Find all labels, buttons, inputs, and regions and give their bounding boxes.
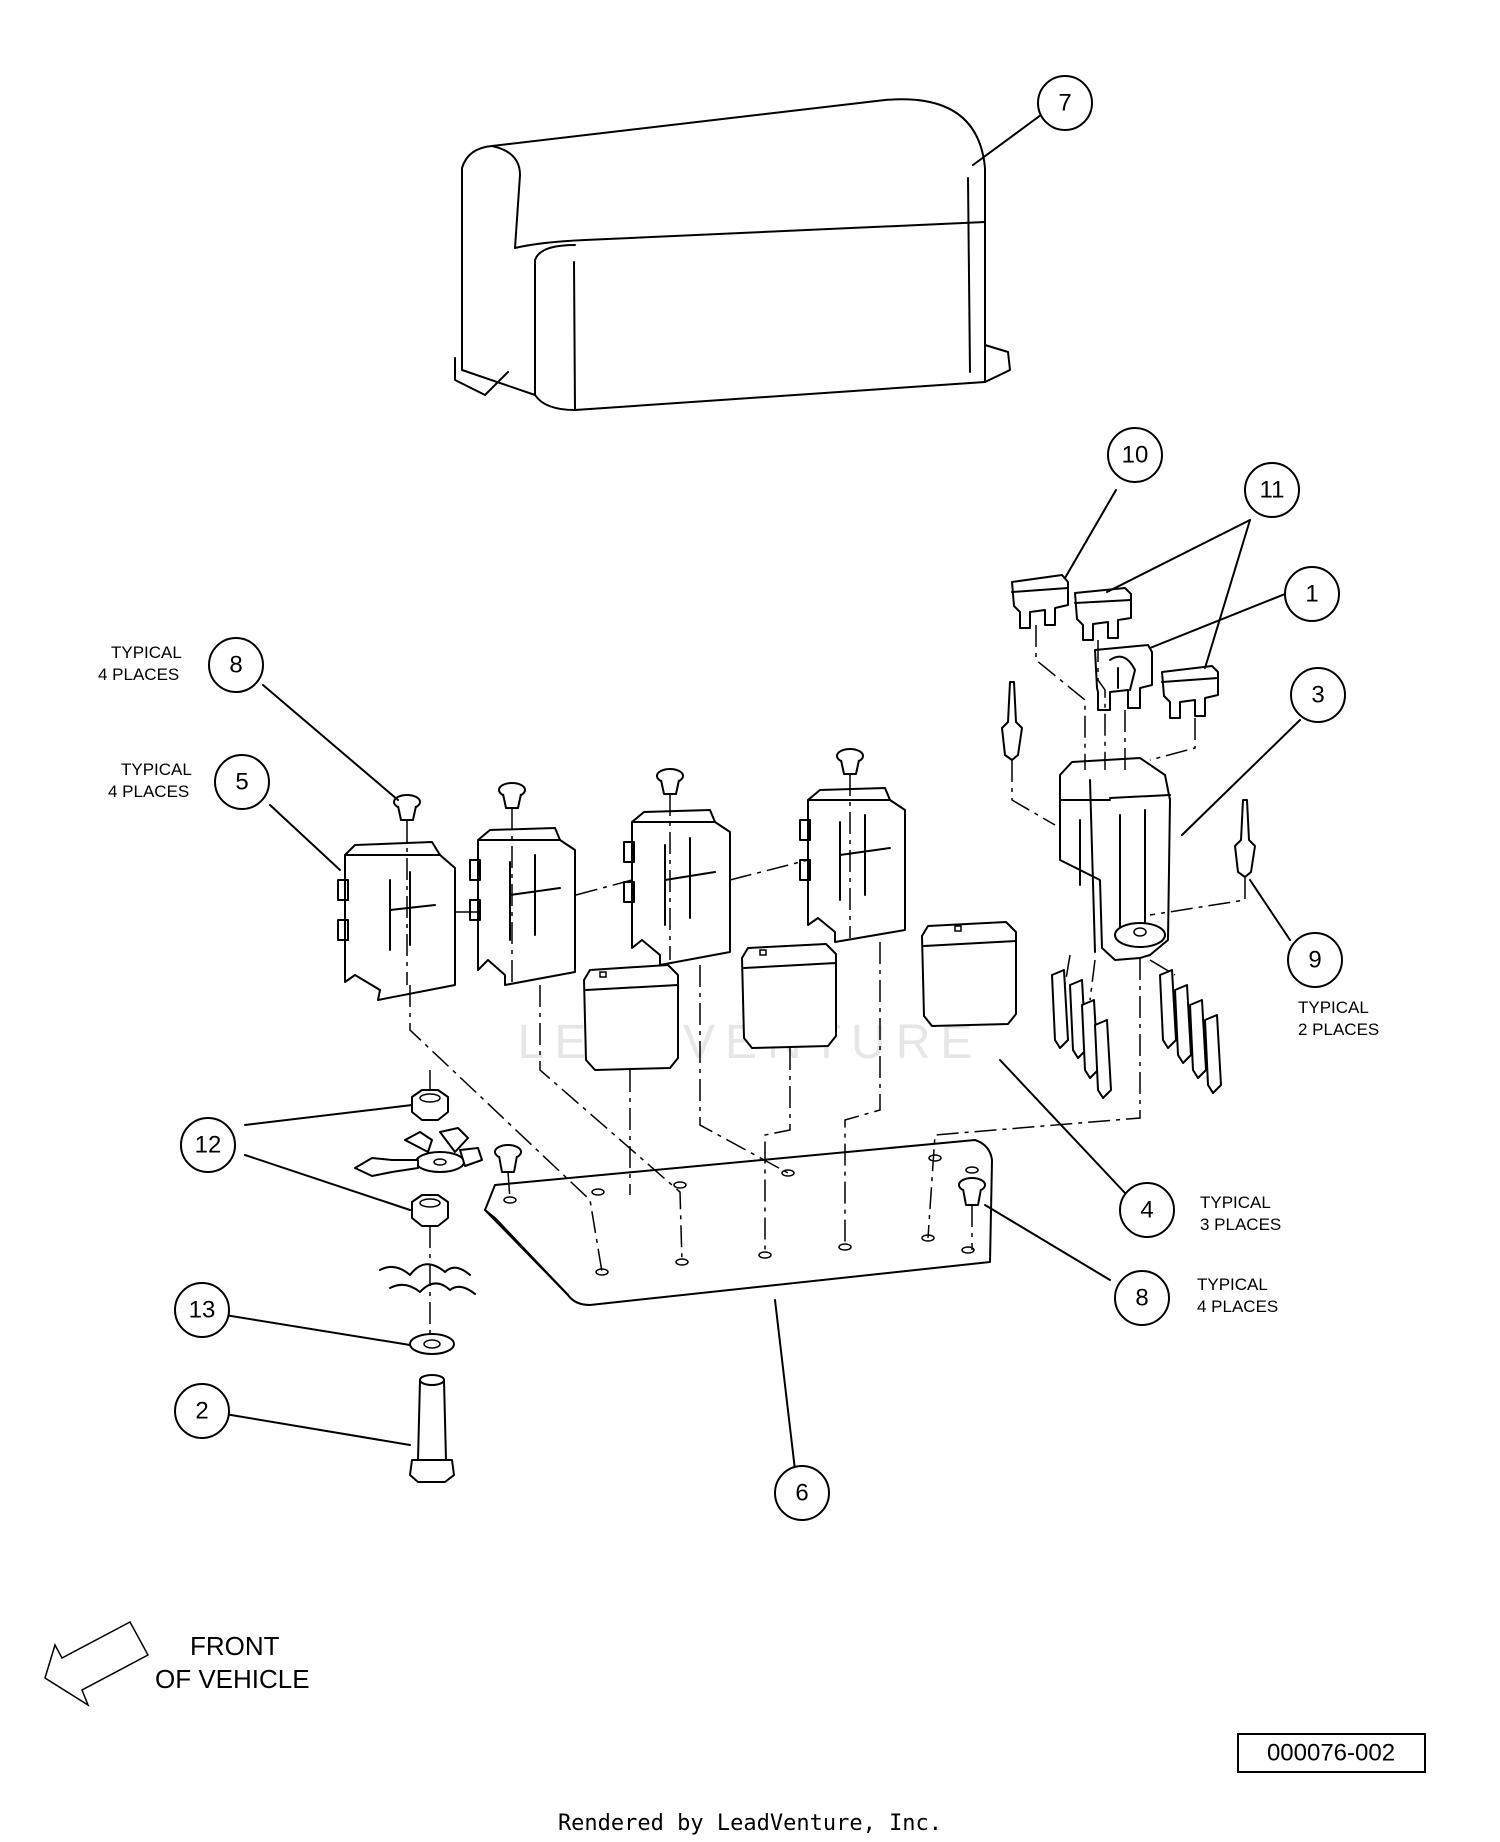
push-rivet-socket-3 bbox=[656, 768, 684, 795]
svg-text:3 PLACES: 3 PLACES bbox=[1200, 1215, 1281, 1234]
fuse-part-10 bbox=[1011, 574, 1069, 629]
rendered-by-footer: Rendered by LeadVenture, Inc. bbox=[558, 1811, 942, 1836]
svg-text:10: 10 bbox=[1122, 442, 1149, 469]
relay-1 bbox=[583, 964, 679, 1071]
relay-3 bbox=[921, 921, 1017, 1027]
hex-nut-upper bbox=[411, 1089, 449, 1121]
fuse-part-11-a bbox=[1074, 587, 1132, 641]
svg-text:2: 2 bbox=[195, 1398, 208, 1425]
fuse-part-11-b bbox=[1161, 665, 1219, 719]
relay-box-cover bbox=[454, 98, 1011, 411]
callout-7: 7 bbox=[1037, 75, 1093, 131]
svg-text:TYPICAL: TYPICAL bbox=[111, 643, 182, 662]
svg-text:TYPICAL: TYPICAL bbox=[1200, 1193, 1271, 1212]
relay-2 bbox=[741, 943, 837, 1049]
callout-8-bottom: 8 bbox=[1114, 1270, 1170, 1326]
terminals-group-left bbox=[1051, 969, 1112, 1099]
svg-text:TYPICAL: TYPICAL bbox=[121, 760, 192, 779]
leader-lines bbox=[224, 111, 1301, 1471]
svg-text:3: 3 bbox=[1311, 682, 1324, 709]
svg-text:8: 8 bbox=[1135, 1285, 1148, 1312]
svg-text:000076-002: 000076-002 bbox=[1267, 1740, 1395, 1767]
hex-nut-lower bbox=[411, 1194, 449, 1227]
relay-socket-1 bbox=[337, 841, 456, 1001]
assembly-lines bbox=[406, 625, 1246, 1335]
callout-5: 5 bbox=[214, 754, 270, 810]
svg-text:9: 9 bbox=[1308, 947, 1321, 974]
flat-washer bbox=[409, 1333, 455, 1355]
front-of-vehicle-label: FRONT OF VEHICLE bbox=[155, 1631, 310, 1694]
svg-text:2 PLACES: 2 PLACES bbox=[1298, 1020, 1379, 1039]
relay-mounting-plate bbox=[484, 1139, 993, 1306]
svg-text:4 PLACES: 4 PLACES bbox=[1197, 1297, 1278, 1316]
push-rivet-fuse-left bbox=[1001, 681, 1023, 761]
note-typical-2-places: TYPICAL 2 PLACES bbox=[1298, 998, 1379, 1039]
push-rivet-socket-2 bbox=[498, 782, 526, 809]
push-rivet-socket-4 bbox=[836, 748, 864, 775]
svg-text:13: 13 bbox=[189, 1297, 216, 1324]
note-typical-3-places: TYPICAL 3 PLACES bbox=[1200, 1193, 1281, 1234]
note-typical-4-places-sockets: TYPICAL 4 PLACES bbox=[108, 760, 192, 801]
push-rivet-fuse-right bbox=[1234, 799, 1256, 878]
svg-text:TYPICAL: TYPICAL bbox=[1298, 998, 1369, 1017]
svg-text:TYPICAL: TYPICAL bbox=[1197, 1275, 1268, 1294]
svg-text:12: 12 bbox=[195, 1132, 222, 1159]
callout-3: 3 bbox=[1290, 667, 1346, 723]
document-number: 000076-002 bbox=[1237, 1733, 1426, 1773]
callout-8-top: 8 bbox=[208, 637, 264, 693]
callout-9: 9 bbox=[1287, 932, 1343, 988]
wire-harness-break bbox=[379, 1263, 476, 1295]
ring-terminal-cluster bbox=[354, 1127, 483, 1177]
front-of-vehicle-arrow-icon bbox=[44, 1620, 150, 1707]
svg-text:OF VEHICLE: OF VEHICLE bbox=[155, 1664, 310, 1694]
relay-socket-4 bbox=[799, 787, 906, 943]
svg-text:8: 8 bbox=[229, 652, 242, 679]
callout-12: 12 bbox=[180, 1117, 236, 1173]
fuse-block bbox=[1059, 757, 1171, 961]
callout-13: 13 bbox=[174, 1282, 230, 1338]
svg-text:4: 4 bbox=[1140, 1197, 1153, 1224]
relay-socket-3 bbox=[623, 809, 731, 966]
hex-bolt bbox=[409, 1374, 455, 1483]
push-rivet-plate-left bbox=[494, 1144, 522, 1173]
svg-text:FRONT: FRONT bbox=[190, 1631, 280, 1661]
callout-1: 1 bbox=[1284, 566, 1340, 622]
note-typical-4-places-rivets: TYPICAL 4 PLACES bbox=[98, 643, 182, 684]
svg-text:1: 1 bbox=[1305, 581, 1318, 608]
terminals-group-right bbox=[1159, 969, 1222, 1094]
fuse-part-1 bbox=[1094, 644, 1153, 711]
svg-text:11: 11 bbox=[1260, 477, 1285, 504]
svg-text:7: 7 bbox=[1058, 90, 1071, 117]
callout-10: 10 bbox=[1107, 427, 1163, 483]
svg-text:6: 6 bbox=[795, 1480, 808, 1507]
svg-text:4 PLACES: 4 PLACES bbox=[98, 665, 179, 684]
callout-4: 4 bbox=[1119, 1182, 1175, 1238]
callout-2: 2 bbox=[174, 1383, 230, 1439]
push-rivet-plate-right bbox=[958, 1177, 986, 1206]
callout-11: 11 bbox=[1244, 462, 1300, 518]
callout-6: 6 bbox=[774, 1465, 830, 1521]
svg-text:4 PLACES: 4 PLACES bbox=[108, 782, 189, 801]
note-typical-4-places-plate: TYPICAL 4 PLACES bbox=[1197, 1275, 1278, 1316]
relay-socket-2 bbox=[469, 827, 576, 986]
svg-text:5: 5 bbox=[235, 769, 248, 796]
